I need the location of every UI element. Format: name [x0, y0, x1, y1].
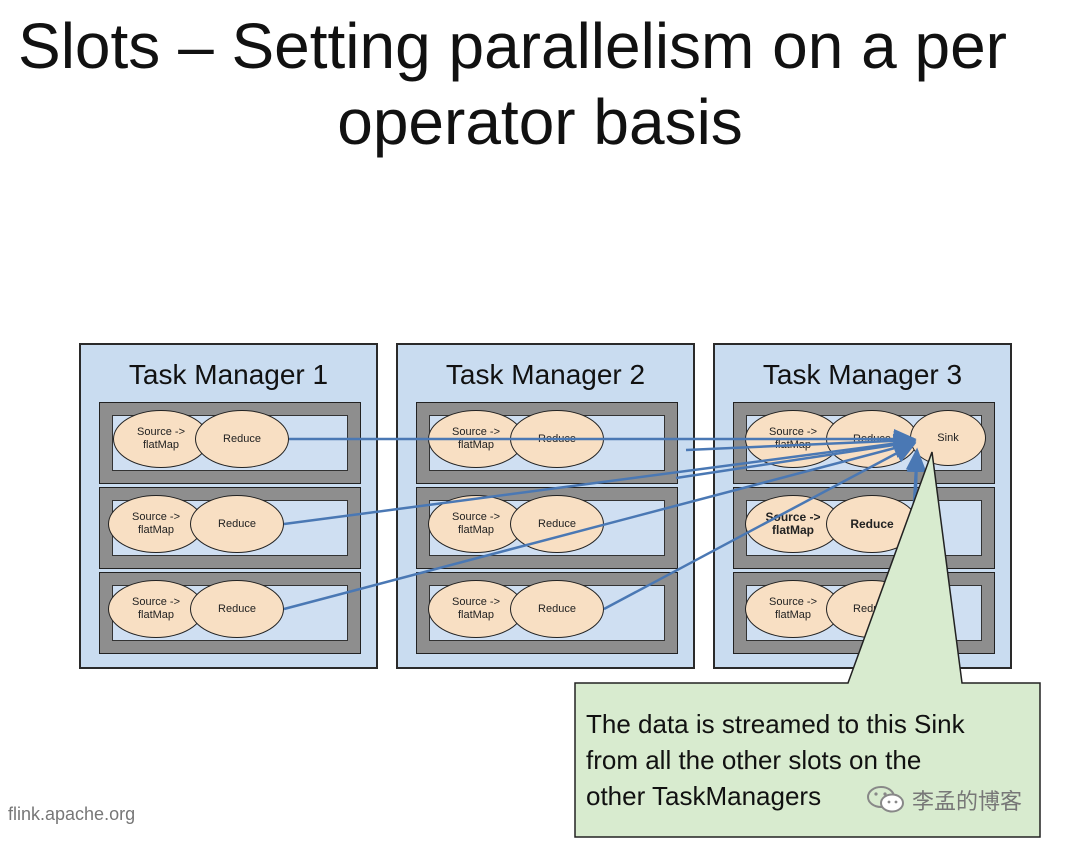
- callout-line-2: from all the other slots on the: [586, 745, 922, 775]
- title-line-2: operator basis: [337, 86, 743, 158]
- operator-source-flatmap: Source -> flatMap: [745, 580, 841, 638]
- operator-reduce: Reduce: [190, 580, 284, 638]
- title-line-1: Slots – Setting parallelism on a per: [18, 10, 1007, 82]
- operator-source-flatmap: Source -> flatMap: [113, 410, 209, 468]
- operator-source-flatmap: Source -> flatMap: [745, 495, 841, 553]
- task-manager-label: Task Manager 2: [445, 359, 646, 390]
- operator-reduce: Reduce: [195, 410, 289, 468]
- operator-source-flatmap: Source -> flatMap: [108, 580, 204, 638]
- callout-bubble: [574, 451, 1041, 838]
- operator-reduce: Reduce: [510, 580, 604, 638]
- operator-reduce: Reduce: [510, 495, 604, 553]
- watermark: 李孟的博客: [866, 784, 1022, 816]
- task-manager-label: Task Manager 1: [128, 359, 329, 390]
- wechat-icon: [867, 786, 904, 813]
- data-flow-arrow: [675, 435, 917, 480]
- page-title: Slots – Setting parallelism on a per ope…: [0, 8, 1080, 160]
- callout-text: The data is streamed to this Sink from a…: [586, 706, 1036, 814]
- callout-line-3: other TaskManagers: [586, 781, 822, 811]
- task-manager-label: Task Manager 3: [762, 359, 963, 390]
- data-flow-arrow: [283, 438, 917, 611]
- watermark-text: 李孟的博客: [912, 789, 1023, 814]
- data-flow-arrow: [283, 433, 917, 526]
- data-flow-arrow: [685, 430, 917, 452]
- callout-line-1: The data is streamed to this Sink: [586, 709, 965, 739]
- operator-reduce: Reduce: [190, 495, 284, 553]
- data-flow-arrow: [603, 442, 917, 611]
- footer-source: flink.apache.org: [8, 804, 136, 824]
- operator-source-flatmap: Source -> flatMap: [428, 495, 524, 553]
